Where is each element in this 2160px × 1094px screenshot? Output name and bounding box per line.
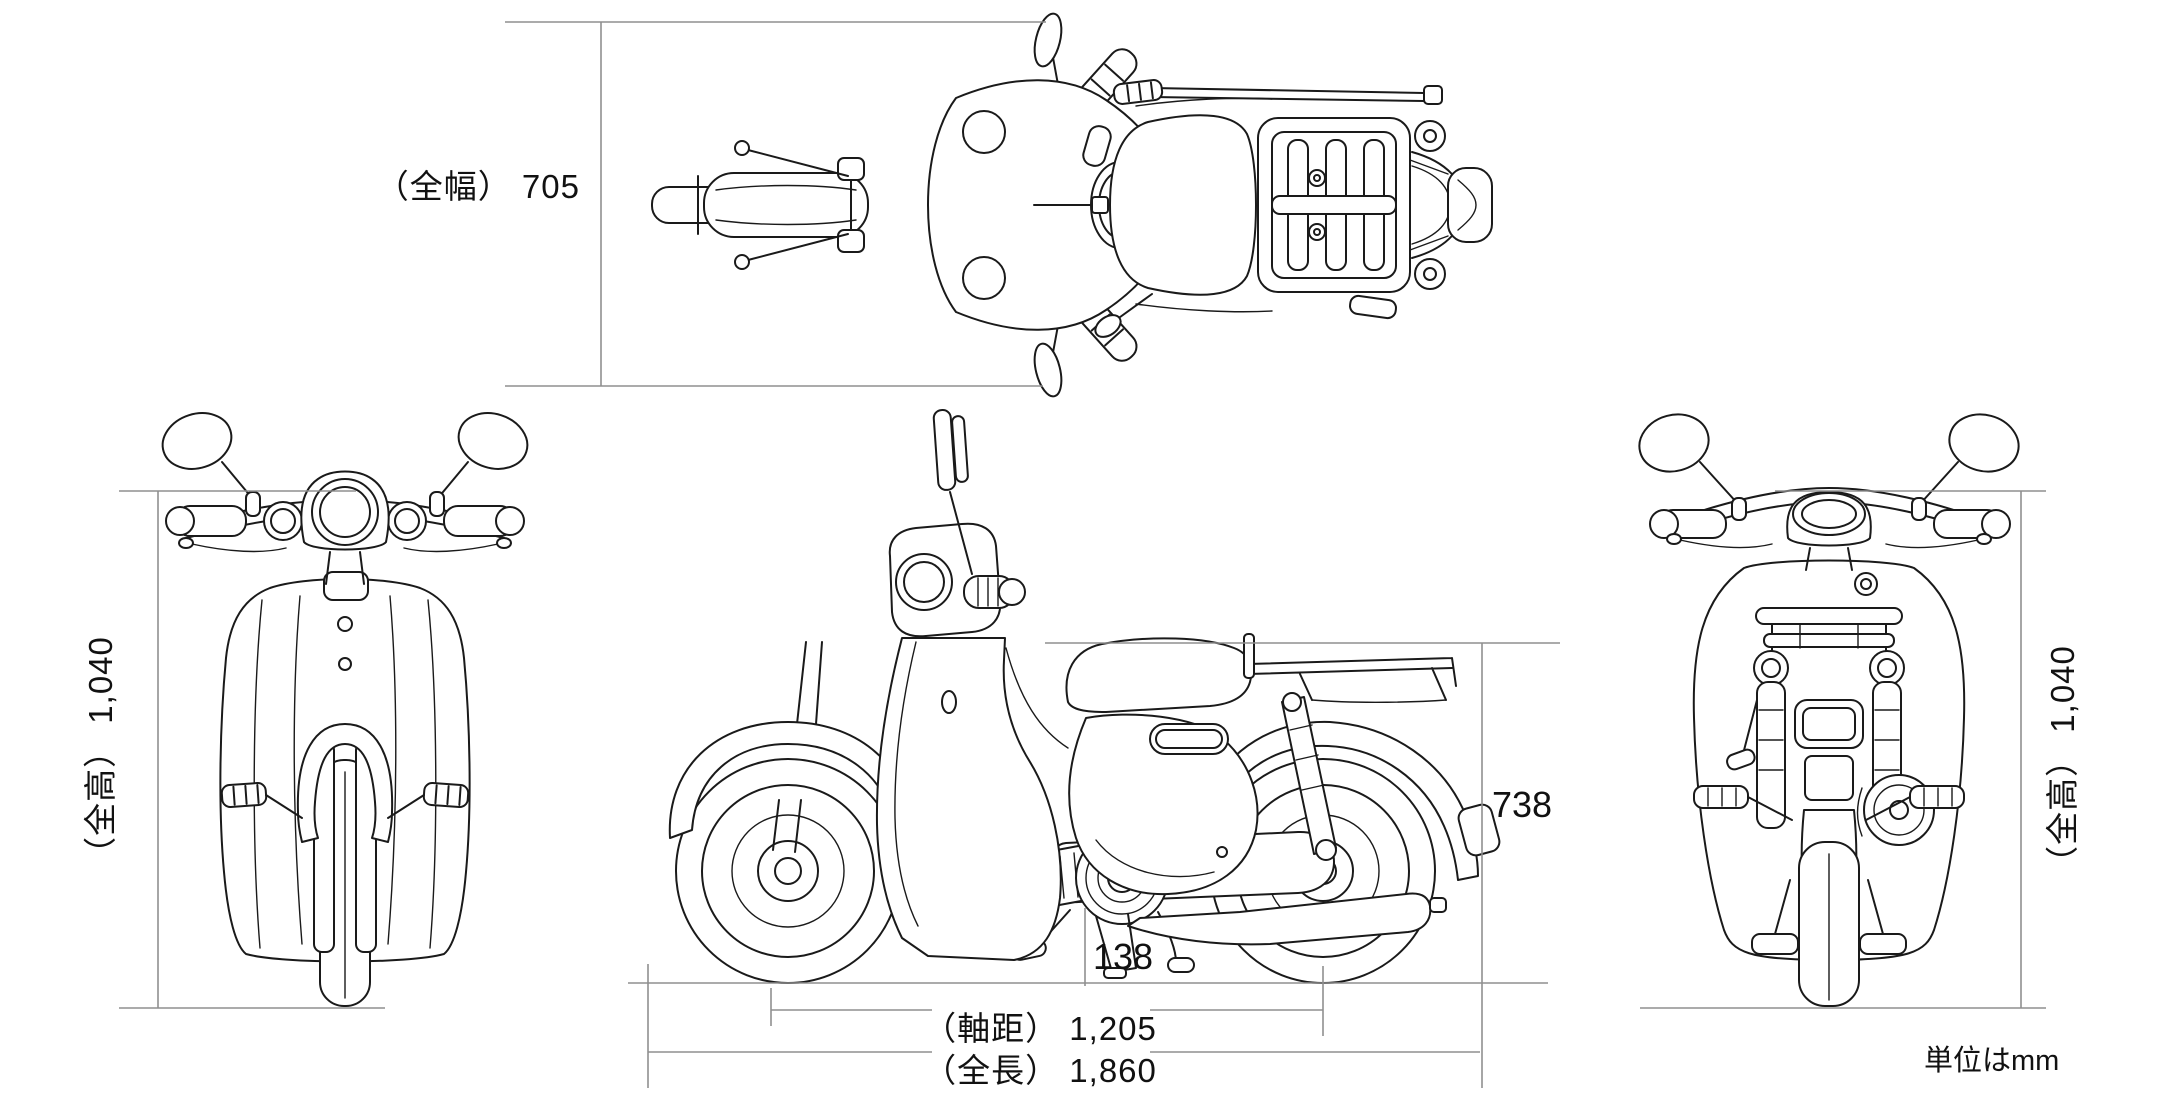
rear-shocks [1753,650,1905,829]
overall-height-right-label: （全高） 1,040 [2044,645,2081,879]
top-brake-levers [734,140,849,270]
top-tail [1409,120,1493,290]
top-exhaust [1151,85,1443,105]
side-front-fork [772,641,823,853]
dimension-lines [119,21,2046,1088]
top-footpeg [1094,79,1397,338]
front-mirrors [161,412,529,517]
top-rear-carrier [1257,117,1411,293]
side-headlight [888,522,1026,638]
side-front-wheel [675,758,901,984]
front-footpegs [220,782,470,819]
rear-footpegs [1693,699,1965,821]
overall-width-label: （全幅） 705 [376,168,580,205]
front-handlebar [165,470,525,585]
overall-height-left-label: （全高） 1,040 [82,636,119,870]
rear-tail-light [1794,699,1864,801]
side-rear-fender [1205,720,1501,881]
top-view-drawing [651,12,1493,398]
rear-handlebar [1649,487,2011,596]
side-view-drawing [668,409,1501,984]
front-wheel [296,723,394,1007]
seat-height-label: 738 [1492,784,1552,825]
side-exhaust [1127,892,1432,946]
side-seat [1065,637,1253,713]
wheelbase-label: （軸距） 1,205 [923,1010,1157,1047]
rear-wheel [1751,841,1907,1007]
ground-clearance-label: 138 [1093,936,1153,977]
rear-carrier [1755,607,1903,701]
side-rear-carrier [1243,633,1457,704]
front-view-drawing [161,412,529,1007]
unit-note: 単位はmm [1924,1044,2059,1077]
side-rear-shock [1281,692,1337,861]
dimension-labels: （全幅） 705 （全高） 1,040 738 138 （軸距） 1,205 （… [82,168,2081,1089]
side-mirror [932,409,973,575]
side-exhaust-tip [1429,897,1447,913]
top-seat [1109,97,1273,313]
side-side-cover [1068,713,1259,896]
overall-length-label: （全長） 1,860 [923,1052,1157,1089]
rear-mirrors [1638,413,2020,521]
side-leg-shield [875,637,1069,961]
rear-view-drawing [1638,413,2020,1007]
